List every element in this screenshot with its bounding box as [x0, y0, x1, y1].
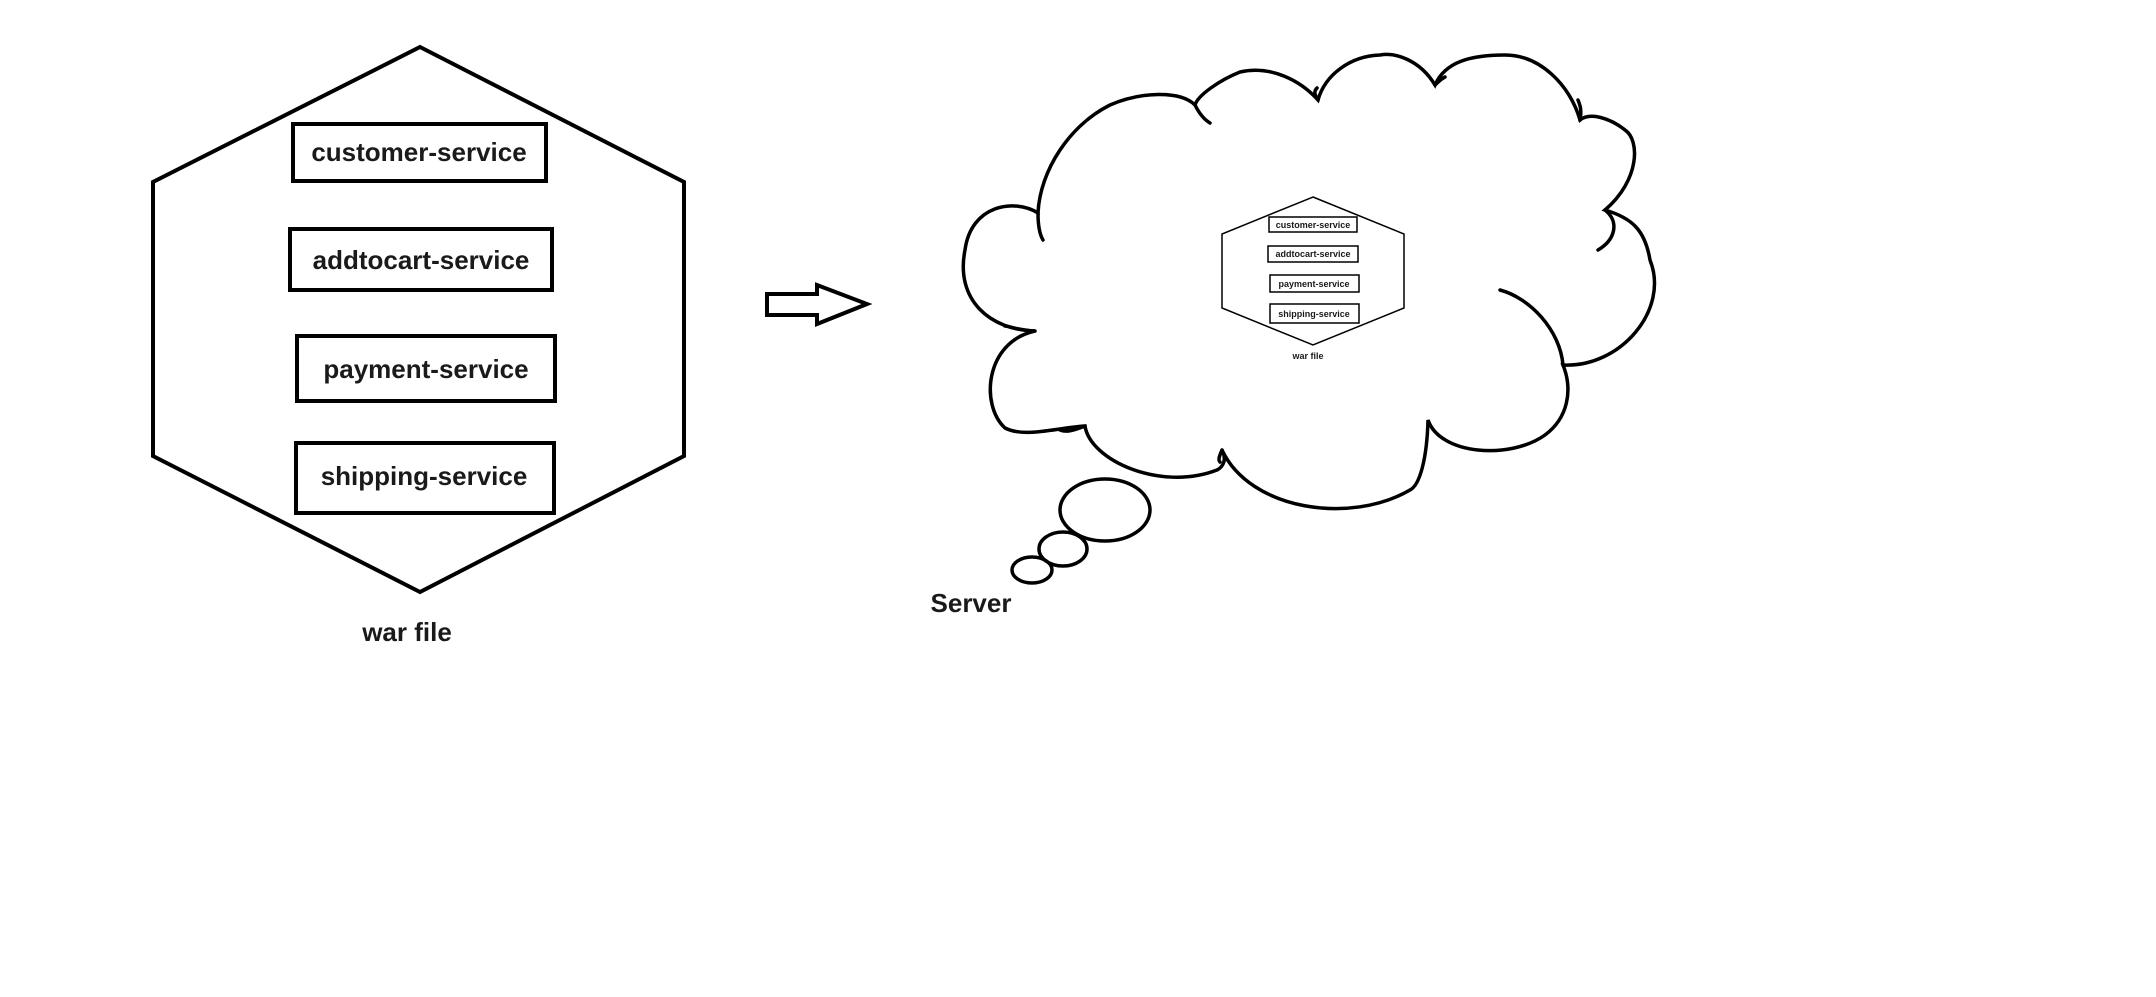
cloud-crease	[1036, 211, 1045, 242]
service-box-customer: customer-service	[291, 122, 548, 183]
service-box-payment: payment-service	[295, 334, 557, 403]
mini-service-label-customer: customer-service	[1276, 220, 1351, 230]
service-label-payment: payment-service	[323, 354, 528, 384]
mini-service-box-frame	[1268, 216, 1358, 233]
service-box-frame	[295, 334, 557, 403]
service-box-frame	[291, 122, 548, 183]
service-label-addtocart: addtocart-service	[313, 245, 530, 275]
mini-service-box-frame	[1269, 303, 1360, 324]
server-cloud	[961, 52, 1657, 511]
thought-bubble-large	[1058, 477, 1152, 543]
mini-service-label-addtocart: addtocart-service	[1275, 249, 1350, 259]
deployed-war-file-hexagon	[1221, 196, 1405, 346]
cloud-crease	[1313, 86, 1320, 102]
cloud-crease	[1498, 288, 1565, 367]
deployed-war-file-caption: war file	[1291, 351, 1323, 361]
cloud-crease	[1217, 448, 1224, 464]
service-label-customer: customer-service	[311, 137, 526, 167]
cloud-crease	[1003, 324, 1037, 333]
war-file-group: customer-service addtocart-service payme…	[151, 44, 686, 647]
service-label-shipping: shipping-service	[321, 461, 528, 491]
war-file-caption: war file	[361, 617, 452, 647]
mini-service-box-frame	[1267, 245, 1359, 263]
right-arrow-icon	[765, 282, 873, 327]
server-caption: Server	[931, 588, 1012, 618]
cloud-crease	[1193, 103, 1212, 125]
cloud-crease	[1433, 75, 1447, 87]
thought-bubble-medium	[1037, 530, 1089, 568]
service-box-frame	[294, 441, 556, 515]
mini-service-label-shipping: shipping-service	[1278, 309, 1350, 319]
deployed-war-file-group: customer-service addtocart-service payme…	[1221, 196, 1405, 361]
thought-bubble-small	[1010, 555, 1054, 585]
cloud-crease	[1058, 424, 1087, 433]
mini-service-label-payment: payment-service	[1278, 279, 1349, 289]
cloud-crease	[1596, 208, 1616, 252]
mini-service-box-frame	[1269, 274, 1360, 293]
service-box-shipping: shipping-service	[294, 441, 556, 515]
service-box-frame	[288, 227, 554, 292]
service-box-addtocart: addtocart-service	[288, 227, 554, 292]
war-file-hexagon	[151, 44, 686, 595]
cloud-crease	[1576, 98, 1583, 122]
